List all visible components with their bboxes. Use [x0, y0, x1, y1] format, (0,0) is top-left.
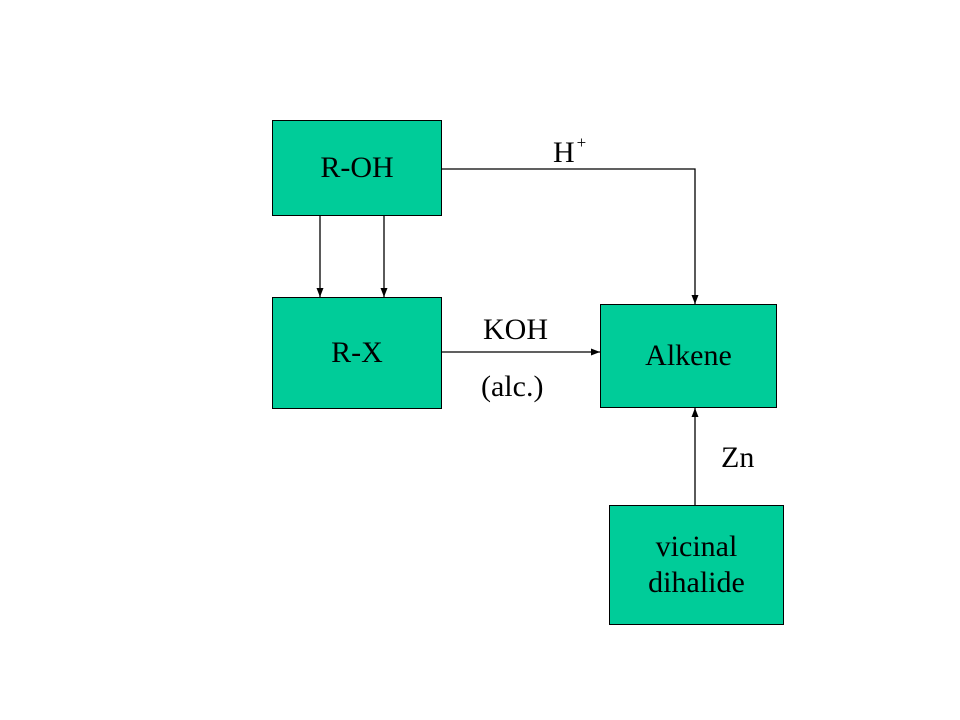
edge-label-h-base: H — [553, 136, 575, 169]
node-vicinal-dihalide: vicinal dihalide — [609, 505, 784, 625]
node-r-x-label: R-X — [331, 336, 383, 369]
node-vicinal-label-line2: dihalide — [648, 566, 745, 599]
edge-label-zn: Zn — [721, 441, 755, 474]
arrow-roh-to-alkene — [442, 168, 699, 304]
edge-label-h-superscript: + — [576, 133, 587, 152]
edge-label-alc: (alc.) — [481, 370, 544, 403]
node-r-x: R-X — [272, 297, 442, 409]
edge-label-koh: KOH — [483, 313, 548, 346]
node-r-oh: R-OH — [272, 120, 442, 216]
edge-label-h-plus: H+ — [553, 134, 586, 168]
node-vicinal-label-line1: vicinal — [655, 530, 738, 563]
node-alkene-label: Alkene — [645, 339, 732, 372]
node-r-oh-label: R-OH — [320, 151, 394, 184]
node-alkene: Alkene — [600, 304, 777, 408]
